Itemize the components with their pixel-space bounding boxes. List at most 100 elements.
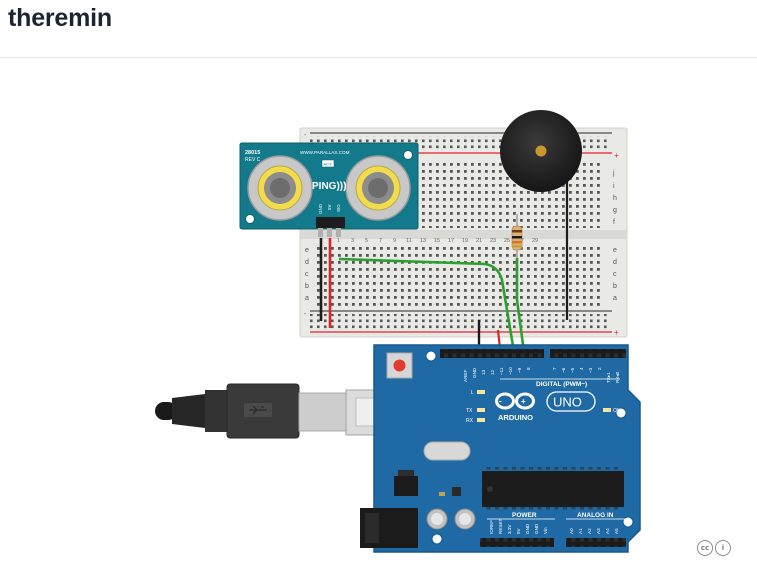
svg-text:TX▸1: TX▸1 [606, 372, 611, 383]
svg-text:12: 12 [490, 369, 495, 375]
svg-text:3.3V: 3.3V [507, 524, 512, 534]
sensor-receiver-transducer [345, 155, 411, 221]
attribution-icon: i [715, 540, 731, 556]
svg-text:11: 11 [406, 238, 412, 244]
svg-text:15: 15 [434, 238, 440, 244]
svg-text:3: 3 [351, 238, 354, 244]
arduino-logo: - + ARDUINO UNO [495, 391, 596, 422]
cc-icon: cc [697, 540, 713, 556]
svg-text:5V: 5V [327, 204, 332, 210]
circuit-canvas: - + j i h g f e d c b a j i h g f e d c [0, 58, 757, 567]
svg-text:~5: ~5 [570, 367, 575, 373]
svg-text:RESET: RESET [498, 518, 503, 534]
svg-text:RX◂0: RX◂0 [615, 371, 620, 383]
breadboard-column-numbers: 1 3 5 7 9 11 13 15 17 19 21 23 25 27 29 [337, 238, 538, 244]
svg-text:~11: ~11 [499, 367, 504, 375]
svg-text:17: 17 [448, 238, 454, 244]
svg-text:-: - [499, 397, 502, 406]
svg-text:g: g [613, 207, 617, 214]
svg-text:7: 7 [379, 238, 382, 244]
svg-text:4: 4 [579, 367, 584, 370]
svg-text:13: 13 [481, 369, 486, 375]
svg-text:A0: A0 [569, 528, 574, 534]
circuit-diagram: - + j i h g f e d c b a j i h g f e d c [155, 110, 641, 553]
breadboard-lower-terminal-strip[interactable] [317, 244, 604, 307]
svg-text:c: c [305, 271, 309, 278]
svg-text:21: 21 [476, 238, 482, 244]
svg-text:A1: A1 [578, 528, 583, 534]
svg-text:d: d [305, 259, 309, 266]
sensor-website: WWW.PARALLAX.COM [300, 150, 350, 155]
reset-button[interactable] [386, 352, 413, 379]
svg-text:-: - [304, 311, 307, 318]
page-title: theremin [8, 4, 112, 32]
digital-pin-labels: AREF GND 13 12 ~11 ~10 ~9 8 7 ~6 ~5 4 ~3… [463, 367, 620, 383]
svg-text:7: 7 [552, 367, 557, 370]
breadboard-bottom-power-rail[interactable]: - + [304, 310, 619, 337]
sensor-pin-labels: GND 5V SIG [318, 203, 341, 214]
analog-label: ANALOG IN [577, 512, 614, 519]
svg-text:25: 25 [504, 238, 510, 244]
svg-text:SIG: SIG [336, 204, 341, 212]
svg-text:ACT: ACT [324, 162, 333, 167]
svg-text:Vin: Vin [543, 527, 548, 534]
svg-text:8: 8 [526, 367, 531, 370]
status-leds: L TX RX ON [466, 390, 621, 424]
atmega-microcontroller [482, 467, 624, 511]
svg-text:i: i [613, 183, 615, 190]
resistor[interactable] [511, 214, 523, 258]
svg-text:A3: A3 [596, 528, 601, 534]
voltage-regulator [394, 470, 418, 496]
creative-commons-license[interactable]: cc i [697, 540, 731, 556]
sensor-name: PING))) [312, 181, 346, 192]
svg-text:TX: TX [466, 408, 473, 414]
svg-text:~10: ~10 [508, 367, 513, 375]
analog-pin-header[interactable] [566, 538, 626, 547]
piezo-buzzer[interactable] [500, 110, 582, 192]
svg-text:9: 9 [393, 238, 396, 244]
svg-text:IOREF: IOREF [489, 520, 494, 534]
svg-text:~3: ~3 [588, 367, 593, 373]
svg-text:RX: RX [466, 418, 474, 424]
sensor-signal-wire [338, 257, 516, 353]
svg-text:+: + [521, 397, 526, 406]
analog-pin-labels: A0 A1 A2 A3 A4 A5 [569, 528, 619, 534]
capacitors [426, 508, 476, 530]
svg-text:~6: ~6 [561, 367, 566, 373]
power-pin-labels: IOREF RESET 3.3V 5V GND GND Vin [489, 518, 548, 534]
arduino-uno-board[interactable]: AREF GND 13 12 ~11 ~10 ~9 8 7 ~6 ~5 4 ~3… [360, 344, 641, 553]
svg-text:f: f [613, 219, 615, 226]
svg-text:29: 29 [532, 238, 538, 244]
svg-text:23: 23 [490, 238, 496, 244]
digital-pin-header[interactable] [440, 349, 626, 358]
ultrasonic-sensor[interactable]: 28015 REV C WWW.PARALLAX.COM ACT PING)))… [239, 142, 419, 237]
svg-text:b: b [305, 283, 309, 290]
svg-text:a: a [613, 295, 617, 302]
sensor-model: 28015 [245, 150, 260, 156]
svg-text:A4: A4 [605, 528, 610, 534]
svg-text:GND: GND [472, 367, 477, 378]
svg-text:GND: GND [318, 203, 323, 214]
svg-text:GND: GND [525, 523, 530, 534]
svg-text:1: 1 [337, 238, 340, 244]
page-header: theremin [0, 0, 757, 58]
sensor-transmitter-transducer [247, 155, 313, 221]
svg-text:j: j [612, 170, 615, 177]
power-label: POWER [512, 512, 537, 519]
sensor-revision: REV C [245, 157, 261, 163]
crystal-oscillator [423, 441, 471, 461]
svg-text:A5: A5 [614, 528, 619, 534]
svg-text:-: - [304, 132, 307, 139]
arduino-model: UNO [553, 395, 582, 410]
svg-text:c: c [613, 271, 617, 278]
svg-text:e: e [305, 247, 309, 254]
svg-text:e: e [613, 247, 617, 254]
svg-text:GND: GND [534, 523, 539, 534]
svg-text:AREF: AREF [463, 370, 468, 382]
svg-text:5: 5 [365, 238, 368, 244]
power-jack [360, 508, 418, 548]
svg-text:13: 13 [420, 238, 426, 244]
svg-text:5V: 5V [516, 527, 521, 534]
power-pin-header[interactable] [480, 538, 554, 547]
svg-text:~9: ~9 [517, 367, 522, 373]
